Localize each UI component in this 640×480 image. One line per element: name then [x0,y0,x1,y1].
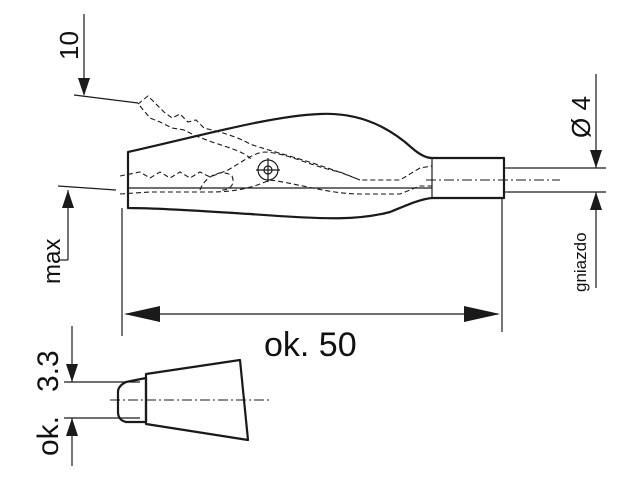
max-label: max [39,239,66,284]
arrow-left-icon [124,306,160,322]
arrow-up-icon [66,418,78,436]
arrow-down-icon [66,364,78,382]
arrow-down-icon [78,78,90,96]
arrow-up-icon [590,192,602,210]
tip-detail: 3.3 ok. [32,326,270,466]
arrow-down-icon [590,150,602,168]
tip-probe [116,376,148,424]
dimension-socket-diameter: Ø 4 gniazdo [508,74,606,292]
dimension-jaw-opening: 10 max [39,14,139,284]
socket-label: gniazdo [571,232,590,292]
dimension-length: ok. 50 [121,198,503,364]
opened-jaw-dashed [137,95,361,181]
internal-jaw-dashed [119,151,433,181]
tip-size-label: 3.3 [32,350,65,392]
jaw-opening-label: 10 [54,31,84,60]
clip-body [119,95,560,220]
lower-jaw-dashed [119,179,432,195]
length-label: ok. 50 [264,326,357,364]
tip-prefix-label: ok. [32,416,65,456]
diameter-label: Ø 4 [566,96,596,138]
spring-dashed [199,172,234,191]
arrow-right-icon [464,306,500,322]
opened-jaw-lower-dashed [139,105,253,161]
clip-jaw-outline [126,112,506,220]
arrow-up-icon [62,190,74,208]
